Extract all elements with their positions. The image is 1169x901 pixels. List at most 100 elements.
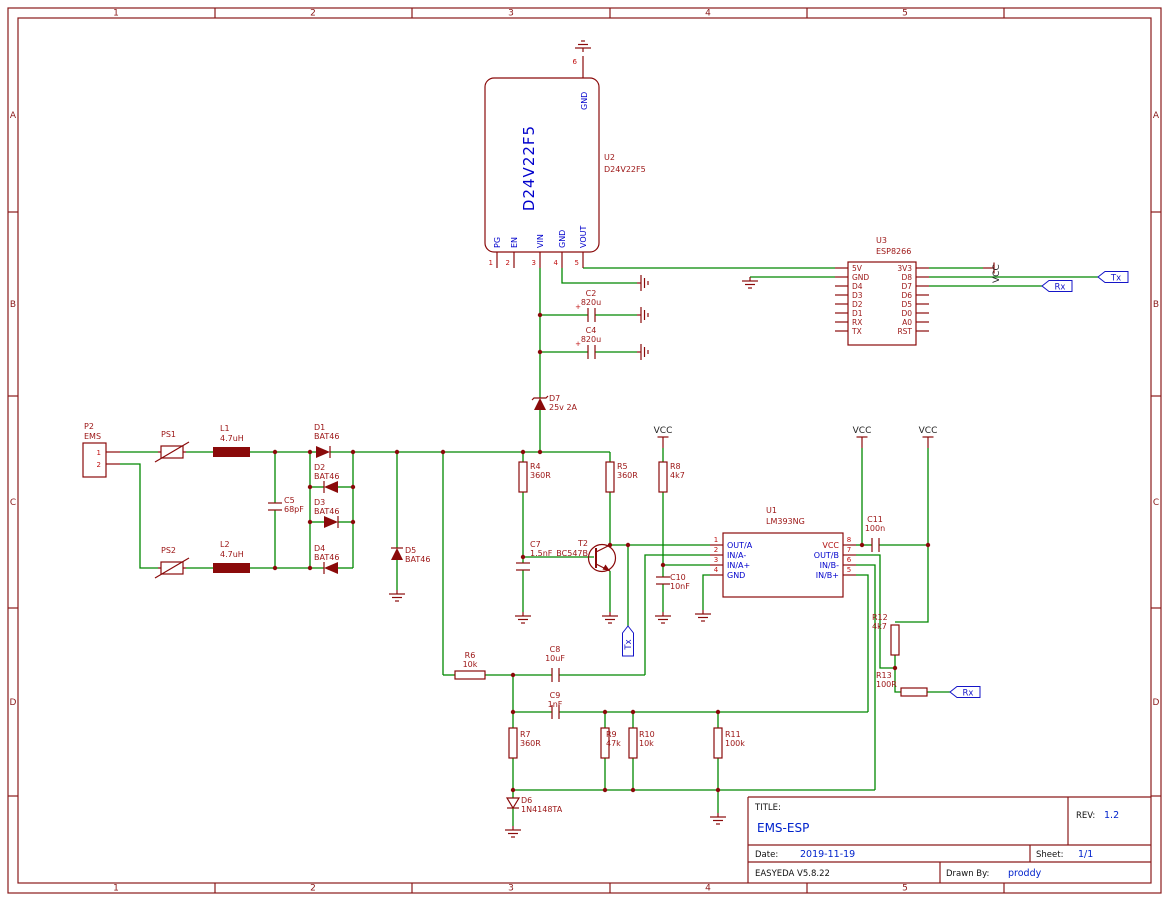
component-r9-resistor[interactable]: R9 47k <box>600 727 621 759</box>
u1-pin-name: GND <box>727 571 745 580</box>
net-flag-label: Rx <box>1055 283 1066 293</box>
component-l2-inductor[interactable]: L2 4.7uH <box>213 540 250 573</box>
net-flag-rx-divider[interactable]: Rx <box>949 686 981 699</box>
net-flag-tx-esp[interactable]: Tx <box>1097 271 1129 284</box>
vcc-label: VCC <box>853 426 872 436</box>
component-r6-resistor[interactable]: R6 10k <box>454 651 486 680</box>
junction-dot <box>715 787 721 793</box>
net-flag-shape <box>1097 271 1129 283</box>
junction-dot <box>537 312 543 318</box>
u3-pin-name: TX <box>851 327 862 336</box>
component-r11-resistor[interactable]: R11 100k <box>713 727 745 759</box>
c9-value: 1nF <box>548 700 563 709</box>
ps1-ref: PS1 <box>161 430 176 439</box>
c7-value: 1.5nF <box>530 549 553 558</box>
ground-icon <box>574 40 592 53</box>
component-u3-esp8266[interactable]: 5V GND D4 D3 D2 D1 RX TX 3V3 D8 D7 D6 D5… <box>835 236 929 346</box>
component-c4-cap[interactable]: + C4 820u <box>575 326 601 359</box>
junction-dots <box>272 312 931 793</box>
component-u2-regulator[interactable]: D24V22F5 GND 6 PG EN VIN GND VOUT 1 2 3 … <box>484 56 646 268</box>
junction-dot <box>272 449 278 455</box>
vcc-flag-icon <box>921 436 935 449</box>
component-c8-cap[interactable]: C8 10uF <box>545 645 565 682</box>
junction-dot <box>925 542 931 548</box>
wire-segment <box>644 554 710 675</box>
wire-segment <box>856 564 876 790</box>
component-r12-resistor[interactable]: R12 4k7 <box>872 613 900 656</box>
u3-pin-name: 3V3 <box>897 264 912 273</box>
vcc-flag-icon <box>656 436 670 449</box>
component-d7-zener[interactable]: D7 25v 2A <box>531 394 578 412</box>
frame-col-label: 5 <box>902 9 908 19</box>
component-c7-cap[interactable]: C7 1.5nF <box>516 540 553 571</box>
u3-pin-name: D6 <box>901 291 912 300</box>
component-c5-cap[interactable]: C5 68pF <box>268 496 304 514</box>
u3-pin-name: RX <box>852 318 862 327</box>
junction-dot <box>630 709 636 715</box>
c2-plus: + <box>575 303 581 311</box>
l2-value: 4.7uH <box>220 550 244 559</box>
component-d1-diode[interactable]: D1 BAT46 <box>314 423 339 458</box>
r13-body <box>900 687 928 697</box>
junction-dot <box>510 672 516 678</box>
component-t2-transistor[interactable]: T2 BC547B <box>556 539 617 573</box>
r6-value: 10k <box>463 660 478 669</box>
date-value: 2019-11-19 <box>800 849 855 860</box>
frame-col-label: 3 <box>508 9 514 19</box>
component-c10-cap[interactable]: C10 10nF <box>656 573 690 591</box>
component-c11-cap[interactable]: C11 100n <box>865 515 885 552</box>
ground-icon <box>636 306 649 324</box>
net-flag-rx-esp[interactable]: Rx <box>1041 280 1073 293</box>
wire-net[interactable] <box>120 267 1098 826</box>
junction-dot <box>537 349 543 355</box>
frame-row-label: A <box>1153 111 1160 121</box>
r4-body <box>518 461 528 493</box>
r7-ref: R7 <box>520 730 531 739</box>
u1-pin-name: OUT/A <box>727 541 753 550</box>
component-d6-diode[interactable]: D6 1N4148TA <box>505 796 563 814</box>
component-r5-resistor[interactable]: R5 360R <box>605 461 638 493</box>
u2-pin-name-gnd-top: GND <box>580 92 589 110</box>
component-ps2-fuse[interactable]: PS2 <box>154 546 190 579</box>
component-r4-resistor[interactable]: R4 360R <box>518 461 551 493</box>
component-r8-resistor[interactable]: R8 4k7 <box>658 461 685 493</box>
u3-value: ESP8266 <box>876 247 911 256</box>
r6-body <box>454 670 486 680</box>
c4-plus: + <box>575 340 581 348</box>
net-flag-label: Rx <box>963 689 974 699</box>
d4-triangle <box>324 562 338 574</box>
u1-pin-name: OUT/B <box>814 551 839 560</box>
component-l1-inductor[interactable]: L1 4.7uH <box>213 424 250 457</box>
component-d3-diode[interactable]: D3 BAT46 <box>314 498 339 528</box>
u1-pin-name: IN/A- <box>727 551 746 560</box>
component-c2-cap[interactable]: + C2 820u <box>575 289 601 322</box>
junction-dot <box>510 787 516 793</box>
component-r10-resistor[interactable]: R10 10k <box>628 727 655 759</box>
vcc-label: VCC <box>919 426 938 436</box>
frame-col-label: 2 <box>310 9 316 19</box>
component-ps1-fuse[interactable]: PS1 <box>154 430 190 463</box>
component-r7-resistor[interactable]: R7 360R <box>508 727 541 759</box>
d3-triangle <box>324 516 338 528</box>
net-flag-tx-comparator[interactable]: Tx <box>622 625 635 657</box>
l1-value: 4.7uH <box>220 434 244 443</box>
ground-icon <box>388 589 406 602</box>
junction-dot <box>307 484 313 490</box>
component-d4-diode[interactable]: D4 BAT46 <box>314 544 339 574</box>
t2-value: BC547B <box>556 549 588 558</box>
c4-value: 820u <box>581 335 601 344</box>
component-c9-cap[interactable]: C9 1nF <box>548 691 563 719</box>
ps2-ref: PS2 <box>161 546 176 555</box>
wire-segment <box>856 574 869 712</box>
component-d2-diode[interactable]: D2 BAT46 <box>314 463 339 493</box>
component-p2-connector[interactable]: 1 2 P2 EMS <box>82 422 120 478</box>
component-u1-comparator[interactable]: 1 2 3 4 8 7 6 5 OUT/A IN/A- IN/A+ GND VC… <box>710 506 856 598</box>
component-r13-resistor[interactable]: R13 100R <box>876 671 928 697</box>
component-d5-diode[interactable]: D5 BAT46 <box>391 546 430 564</box>
junction-dot <box>394 449 400 455</box>
c5-value: 68pF <box>284 505 304 514</box>
u3-pin-name: D2 <box>852 300 863 309</box>
r7-value: 360R <box>520 739 541 748</box>
frame-col-label: 4 <box>705 9 711 19</box>
ground-icon <box>636 343 649 361</box>
